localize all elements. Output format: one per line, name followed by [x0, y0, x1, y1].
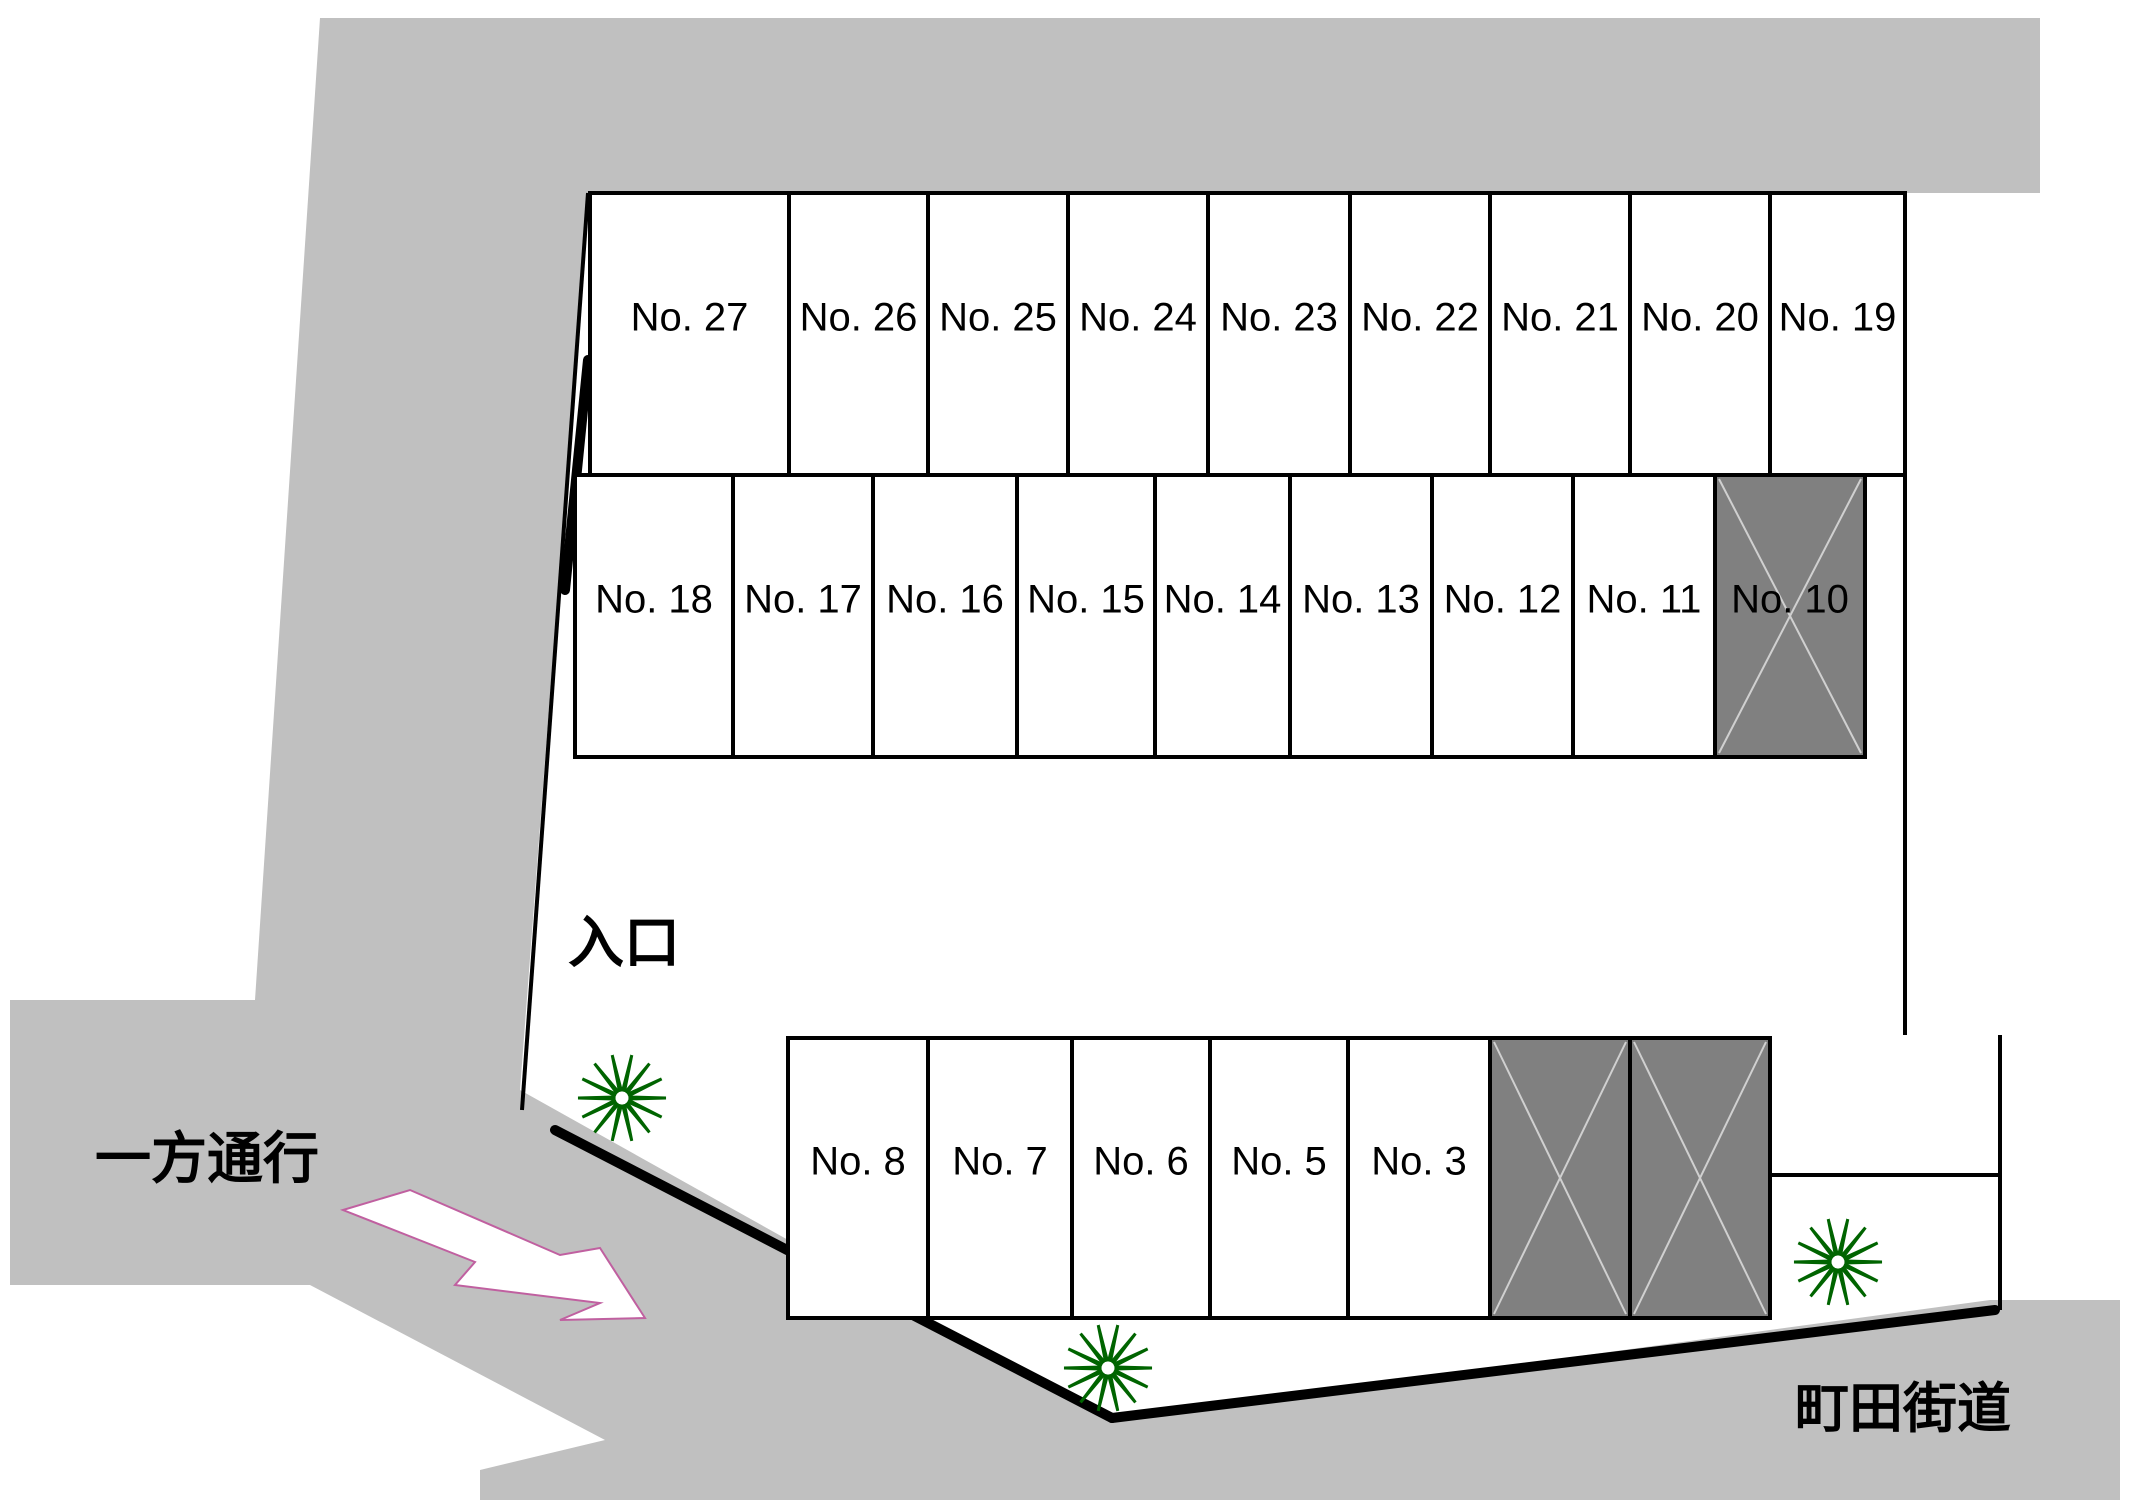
parking-stall[interactable]	[1288, 473, 1434, 759]
stall-number-label: No. 24	[1079, 295, 1197, 339]
entrance-label: 入口	[568, 911, 680, 976]
stall-number-label: No. 22	[1361, 295, 1479, 339]
unavailable-cross-line	[1718, 478, 1862, 754]
parking-stall[interactable]	[1628, 191, 1772, 477]
parking-stall[interactable]	[1206, 191, 1352, 477]
plant-icon	[1793, 1218, 1883, 1306]
stall-number-label: No. 12	[1444, 577, 1562, 621]
stall-number-label: No. 8	[810, 1140, 906, 1184]
stalls-bottom-row: No. 8 No. 7 No. 6 No. 5 No. 3	[786, 1036, 1772, 1320]
stall-number-label: No. 10	[1731, 577, 1849, 621]
parking-stall[interactable]	[926, 191, 1070, 477]
plant-icon	[577, 1054, 667, 1142]
stall-number-label: No. 15	[1027, 577, 1145, 621]
stall-number-label: No. 19	[1779, 295, 1897, 339]
stalls-top-row: No. 27 No. 26 No. 25 No. 24 No. 23 No. 22 No. …	[588, 191, 1907, 477]
parking-stall[interactable]	[573, 473, 735, 759]
stalls-middle-row: No. 18 No. 17 No. 16 No. 15 No. 14 No. 13 No. …	[573, 473, 1867, 759]
plant-icon	[1063, 1324, 1153, 1412]
stall-number-label: No. 23	[1220, 295, 1338, 339]
parking-stall[interactable]	[786, 1036, 930, 1320]
stall-number-label: No. 3	[1371, 1140, 1467, 1184]
one-way-arrow-icon	[339, 1188, 647, 1321]
stall-number-label: No. 11	[1587, 577, 1702, 621]
stall-number-label: No. 6	[1093, 1140, 1189, 1184]
parking-stall[interactable]	[1070, 1036, 1212, 1320]
stall-number-label: No. 17	[744, 577, 862, 621]
stall-number-label: No. 25	[939, 295, 1057, 339]
stall-number-label: No. 27	[631, 295, 749, 339]
top-road	[10, 18, 2120, 1500]
stall-number-label: No. 14	[1164, 577, 1282, 621]
stall-number-label: No. 18	[595, 577, 713, 621]
unavailable-cross-line	[1633, 1041, 1767, 1315]
road-name-label: 町田街道	[1795, 1377, 2011, 1440]
parking-stall[interactable]	[871, 473, 1019, 759]
parking-stall[interactable]	[1571, 473, 1717, 759]
stall-number-label: No. 7	[952, 1140, 1048, 1184]
plants	[577, 1054, 1883, 1412]
parking-stall[interactable]	[1768, 191, 1907, 477]
stall-number-label: No. 16	[886, 577, 1004, 621]
stall-number-label: No. 21	[1501, 295, 1619, 339]
parking-stall[interactable]	[1430, 473, 1575, 759]
parking-stall[interactable]	[1153, 473, 1292, 759]
parking-stall[interactable]	[1208, 1036, 1350, 1320]
parking-stall[interactable]	[731, 473, 875, 759]
stall-number-label: No. 5	[1231, 1140, 1327, 1184]
stall-number-label: No. 26	[800, 295, 918, 339]
stall-number-label: No. 13	[1302, 577, 1420, 621]
parking-stall[interactable]	[787, 191, 930, 477]
unavailable-cross-line	[1493, 1041, 1627, 1315]
stall-number-label: No. 20	[1641, 295, 1759, 339]
one-way-label: 一方通行	[95, 1127, 319, 1192]
